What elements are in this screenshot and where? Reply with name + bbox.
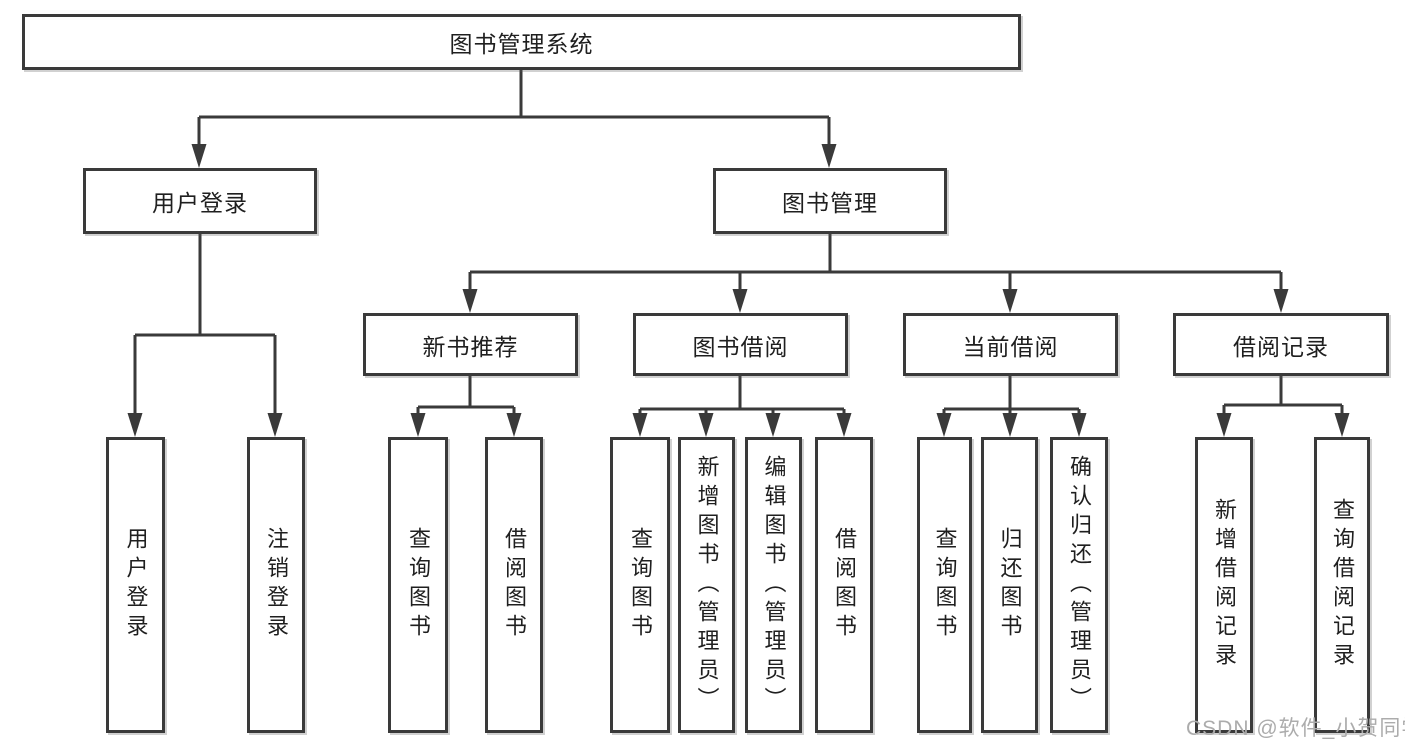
node-book-borrowing: 图书借阅 [633, 313, 848, 376]
leaf-query-books-borrowing: 查询图书 [610, 437, 670, 733]
leaf-add-books-admin: 新增图书（管理员） [678, 437, 735, 733]
leaf-query-books-recommend: 查询图书 [388, 437, 448, 733]
arrowheads [127, 144, 1350, 437]
csdn-watermark: CSDN @软件_小贺同学 [1186, 717, 1405, 740]
leaf-borrow-books-recommend: 借阅图书 [485, 437, 543, 733]
node-library-system: 图书管理系统 [22, 14, 1021, 70]
leaf-return-books: 归还图书 [981, 437, 1038, 733]
leaf-query-books-current: 查询图书 [917, 437, 972, 733]
node-new-book-recommend: 新书推荐 [363, 313, 578, 376]
node-user-login: 用户登录 [83, 168, 317, 234]
leaf-edit-books-admin: 编辑图书（管理员） [745, 437, 802, 733]
leaf-logout: 注销登录 [247, 437, 305, 733]
node-book-management: 图书管理 [713, 168, 947, 234]
leaf-confirm-return-admin: 确认归还（管理员） [1050, 437, 1108, 733]
leaf-add-borrow-record: 新增借阅记录 [1195, 437, 1253, 733]
node-borrow-records: 借阅记录 [1173, 313, 1389, 376]
leaf-borrow-books-borrowing: 借阅图书 [815, 437, 873, 733]
node-current-borrowing: 当前借阅 [903, 313, 1118, 376]
leaf-query-borrow-record: 查询借阅记录 [1314, 437, 1370, 733]
leaf-user-login: 用户登录 [106, 437, 165, 733]
